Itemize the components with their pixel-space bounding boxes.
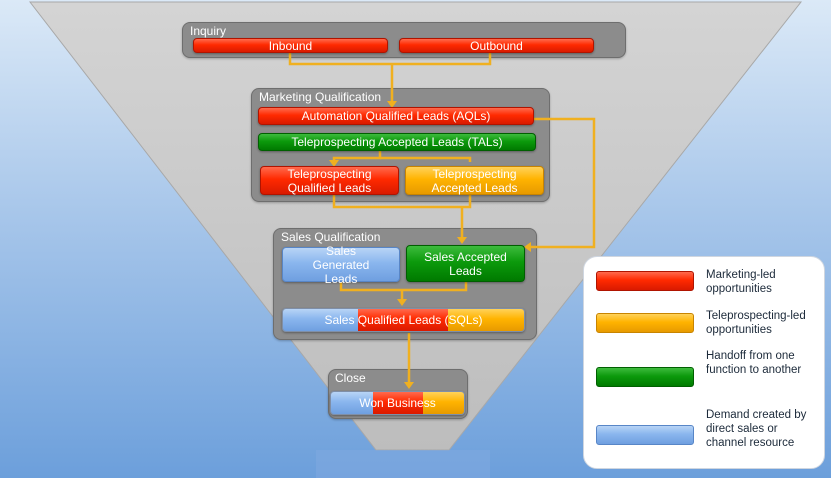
- close-title: Close: [335, 371, 366, 385]
- connector-tals-split: [332, 151, 382, 162]
- connector-mq-left: [332, 195, 462, 209]
- sales-qualification-title: Sales Qualification: [281, 230, 381, 244]
- legend-swatch-green: [596, 367, 694, 387]
- marketing-qualification-title: Marketing Qualification: [259, 90, 382, 104]
- connector-sal: [402, 282, 468, 292]
- teleprospecting-qualified-leads-box: Teleprospecting Qualified Leads: [260, 166, 399, 195]
- won-segment-red: [373, 392, 423, 414]
- sqls-segment-blue: [283, 309, 358, 331]
- connector-inbound: [288, 53, 392, 66]
- legend: Marketing-led opportunities Teleprospect…: [583, 256, 825, 469]
- teleprospecting-accepted-leads-box: Teleprospecting Accepted Leads: [405, 166, 544, 195]
- sqls-box: Sales Qualified Leads (SQLs): [282, 308, 525, 332]
- won-segment-orange: [423, 392, 464, 414]
- sqls-segment-red: [358, 309, 448, 331]
- legend-swatch-blue: [596, 425, 694, 445]
- arrowhead-aqls: [387, 101, 397, 108]
- aqls-label: Automation Qualified Leads (AQLs): [301, 109, 491, 123]
- arrowhead-tql: [329, 160, 339, 167]
- sqls-label: Sales Qualified Leads (SQLs): [324, 313, 483, 327]
- tal-label: Teleprospecting Accepted Leads: [431, 166, 518, 195]
- legend-text-demand-created: Demand created by direct sales or channe…: [706, 409, 807, 449]
- inbound-box: Inbound: [193, 38, 388, 53]
- tql-label: Teleprospecting Qualified Leads: [287, 166, 372, 195]
- inbound-label: Inbound: [268, 38, 313, 53]
- connector-outbound: [392, 53, 492, 66]
- legend-text-handoff: Handoff from one function to another: [706, 350, 802, 376]
- arrowhead-sql: [397, 299, 407, 306]
- inquiry-title: Inquiry: [190, 24, 227, 38]
- sales-accepted-leads-box: Sales Accepted Leads: [406, 245, 525, 282]
- arrowhead-sal-top: [457, 237, 467, 244]
- won-segment-blue: [331, 392, 373, 414]
- legend-text-marketing-led: Marketing-led opportunities: [706, 269, 776, 295]
- won-business-label: Won Business: [359, 396, 436, 410]
- legend-text-teleprospecting-led: Teleprospecting-led opportunities: [706, 310, 806, 336]
- tals-label: Teleprospecting Accepted Leads (TALs): [291, 135, 503, 149]
- connector-aqls-sal: [529, 117, 596, 249]
- outbound-label: Outbound: [470, 38, 523, 53]
- sales-generated-leads-box: Sales Generated Leads: [282, 244, 400, 286]
- sgl-label: Sales Generated Leads: [312, 243, 370, 286]
- aqls-box: Automation Qualified Leads (AQLs): [258, 107, 534, 125]
- arrowhead-won: [404, 382, 414, 389]
- legend-swatch-orange: [596, 313, 694, 333]
- outbound-box: Outbound: [399, 38, 594, 53]
- tals-box: Teleprospecting Accepted Leads (TALs): [258, 133, 536, 151]
- connector-tals-split-right: [380, 156, 472, 162]
- legend-swatch-red: [596, 271, 694, 291]
- arrowhead-sal-right: [524, 242, 531, 252]
- connector-sgl: [339, 282, 402, 292]
- sal-label: Sales Accepted Leads: [424, 249, 507, 278]
- sqls-segment-orange: [448, 309, 524, 331]
- won-business-box: Won Business: [330, 391, 465, 415]
- connector-mq-right: [462, 195, 472, 209]
